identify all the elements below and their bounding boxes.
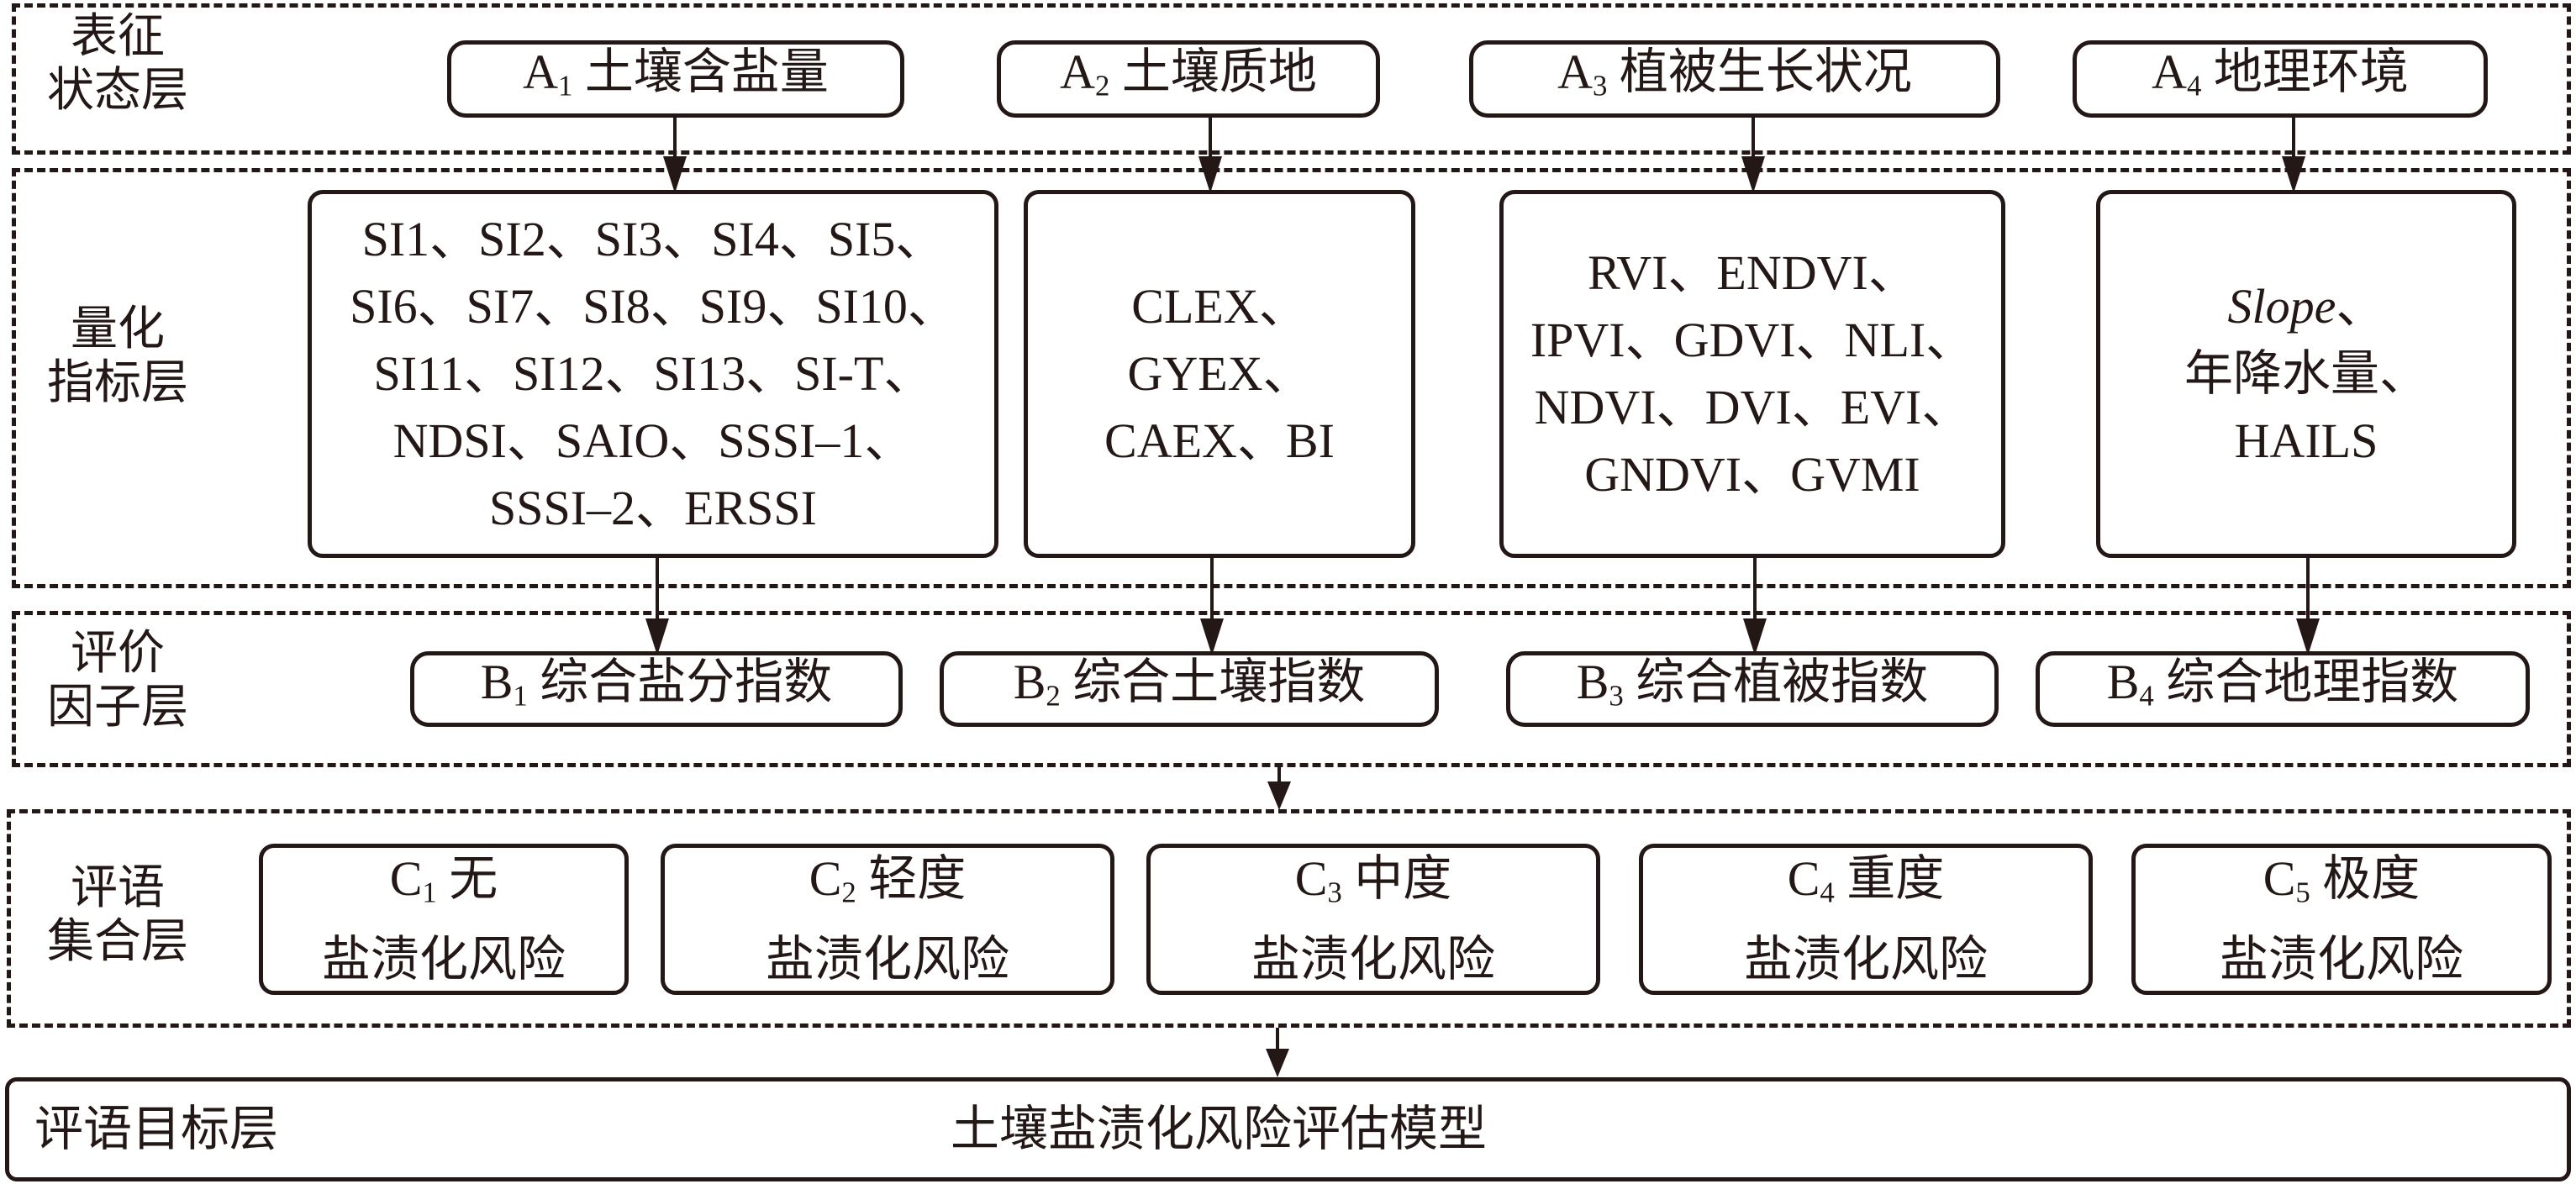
arrow-b4 xyxy=(2296,618,2320,655)
node-b1: B1 综合盐分指数 xyxy=(410,651,903,727)
node-a1: A1 土壤含盐量 xyxy=(447,40,904,118)
arrow-a2 xyxy=(1198,156,1222,193)
label-representation-layer: 表征 状态层 xyxy=(47,11,188,117)
node-c1: C1 无盐渍化风险 xyxy=(259,844,629,995)
node-c2: C2 轻度盐渍化风险 xyxy=(661,844,1114,995)
label-comment-set-layer: 评语 集合层 xyxy=(47,862,188,968)
label-evaluation-factor-layer: 评价 因子层 xyxy=(47,628,188,734)
target-title: 土壤盐渍化风险评估模型 xyxy=(951,1102,1488,1156)
arrow-b-to-c xyxy=(1267,781,1291,810)
node-b3: B3 综合植被指数 xyxy=(1506,651,1999,727)
arrow-b2 xyxy=(1200,618,1224,655)
connector-a2 xyxy=(1209,118,1212,160)
arrow-c-to-target xyxy=(1266,1049,1289,1077)
layer-evaluation-factor xyxy=(12,611,2571,767)
connector-b1 xyxy=(656,558,659,625)
arrow-a1 xyxy=(663,156,687,193)
connector-b4 xyxy=(2306,558,2310,625)
connector-a4 xyxy=(2292,118,2295,160)
node-a2: A2 土壤质地 xyxy=(997,40,1380,118)
layer-comment-set xyxy=(7,809,2571,1028)
node-b4: B4 综合地理指数 xyxy=(2036,651,2530,727)
layer-quantification xyxy=(12,168,2571,588)
connector-c-to-target xyxy=(1276,1028,1279,1061)
indicator-box-texture: CLEX、 GYEX、 CAEX、BI xyxy=(1024,190,1415,558)
node-c4: C4 重度盐渍化风险 xyxy=(1639,844,2093,995)
node-b2: B2 综合土壤指数 xyxy=(940,651,1439,727)
node-c3: C3 中度盐渍化风险 xyxy=(1146,844,1600,995)
node-a3: A3 植被生长状况 xyxy=(1469,40,2000,118)
connector-a3 xyxy=(1752,118,1755,160)
connector-b2 xyxy=(1210,558,1214,625)
indicator-box-vegetation: RVI、ENDVI、 IPVI、GDVI、NLI、 NDVI、DVI、EVI、 … xyxy=(1499,190,2005,558)
node-c5: C5 极度盐渍化风险 xyxy=(2131,844,2552,995)
label-quantification-layer: 量化 指标层 xyxy=(47,303,188,409)
connector-a1 xyxy=(673,118,677,160)
arrow-a4 xyxy=(2282,156,2305,193)
indicator-box-salinity: SI1、SI2、SI3、SI4、SI5、 SI6、SI7、SI8、SI9、SI1… xyxy=(308,190,998,558)
target-box: 评语目标层 土壤盐渍化风险评估模型 xyxy=(5,1077,2571,1181)
arrow-a3 xyxy=(1741,156,1765,193)
node-a4: A4 地理环境 xyxy=(2073,40,2488,118)
indicator-box-geography: Slope、 年降水量、 HAILS xyxy=(2096,190,2516,558)
target-layer-label: 评语目标层 xyxy=(34,1102,279,1156)
connector-b3 xyxy=(1753,558,1757,625)
arrow-b1 xyxy=(645,618,669,655)
layer-representation xyxy=(12,3,2571,155)
arrow-b3 xyxy=(1743,618,1767,655)
